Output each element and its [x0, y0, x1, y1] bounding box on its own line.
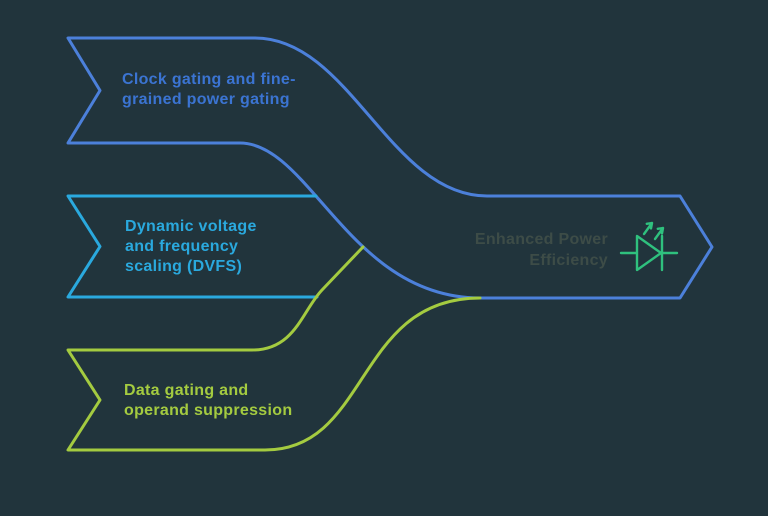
output-label: Enhanced Power Efficiency	[430, 229, 608, 271]
band3-line2: operand suppression	[124, 402, 293, 419]
band2-label: Dynamic voltage and frequency scaling (D…	[125, 217, 257, 277]
output-line1: Enhanced Power	[474, 231, 608, 248]
band2-line2: and frequency	[125, 238, 239, 255]
led-diode-symbol	[619, 234, 679, 272]
band2-line3: scaling (DVFS)	[125, 258, 243, 275]
band1-and-output-arrow-outline	[66, 36, 714, 300]
band3-outline	[66, 245, 482, 452]
band1-label: Clock gating and fine- grained power gat…	[122, 70, 296, 110]
band3-label: Data gating and operand suppression	[124, 381, 292, 421]
band2-outline	[66, 194, 319, 299]
band1-line2: grained power gating	[122, 91, 290, 108]
output-line2: Efficiency	[529, 252, 608, 269]
band3-line1: Data gating and	[124, 382, 249, 399]
band2-line1: Dynamic voltage	[125, 218, 257, 235]
led-emission-arrows	[642, 221, 665, 241]
led-diode-icon	[619, 221, 679, 272]
band1-line1: Clock gating and fine-	[122, 71, 296, 88]
